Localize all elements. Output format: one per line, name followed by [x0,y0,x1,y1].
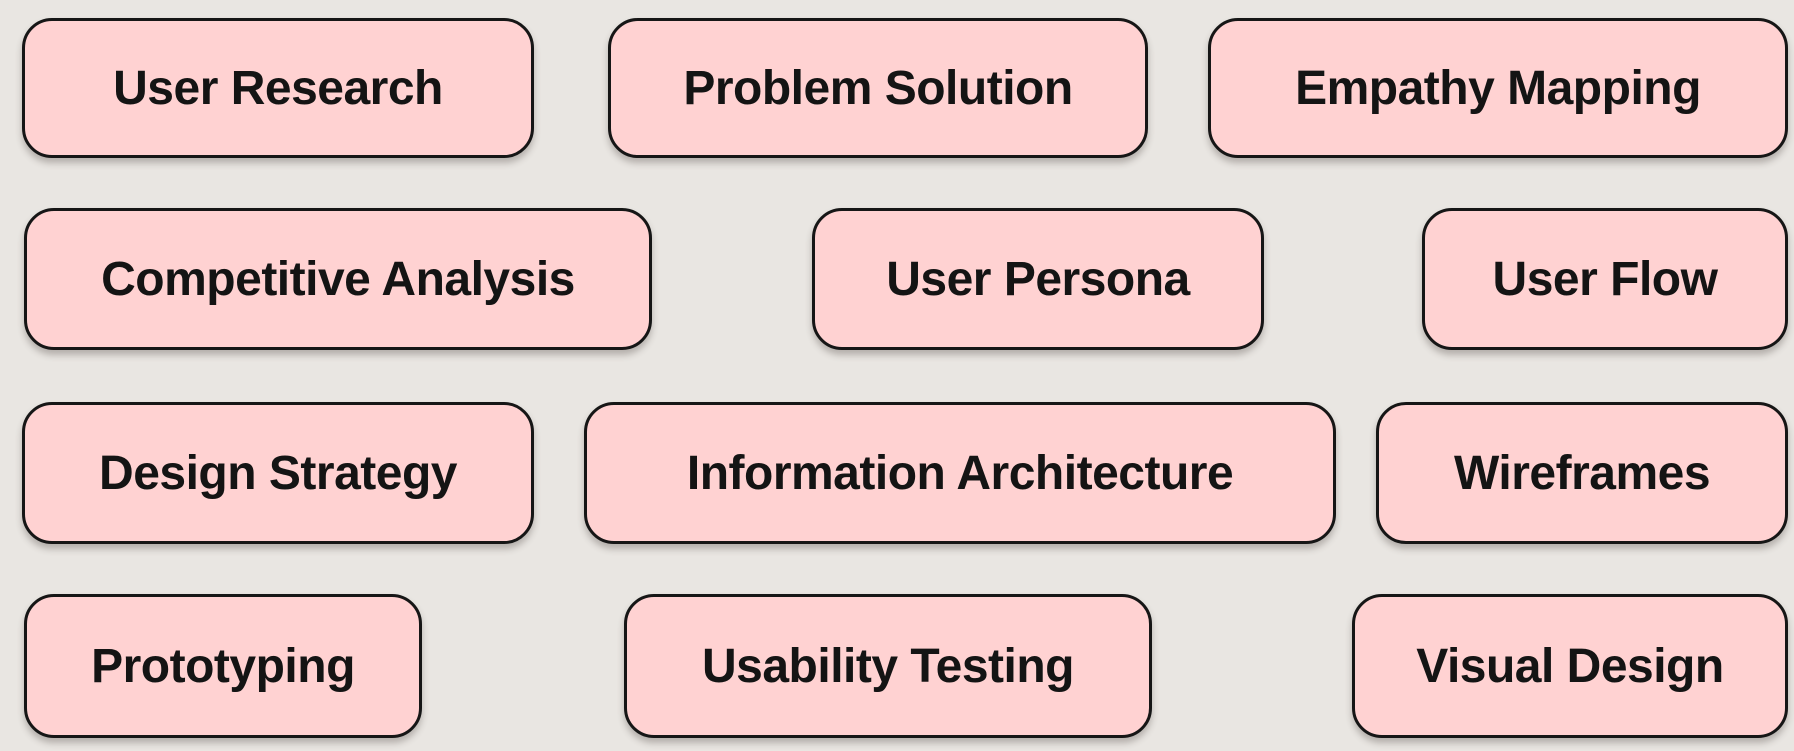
card-user-persona[interactable]: User Persona [812,208,1264,350]
card-label: Problem Solution [683,61,1073,115]
card-design-strategy[interactable]: Design Strategy [22,402,534,544]
card-problem-solution[interactable]: Problem Solution [608,18,1148,158]
card-visual-design[interactable]: Visual Design [1352,594,1788,738]
card-competitive-analysis[interactable]: Competitive Analysis [24,208,652,350]
card-label: Design Strategy [99,446,457,500]
card-information-architecture[interactable]: Information Architecture [584,402,1336,544]
card-label: Empathy Mapping [1295,61,1701,115]
card-empathy-mapping[interactable]: Empathy Mapping [1208,18,1788,158]
card-wireframes[interactable]: Wireframes [1376,402,1788,544]
card-label: Visual Design [1416,639,1724,693]
card-label: User Research [113,61,443,115]
card-label: User Flow [1492,252,1718,306]
card-label: Usability Testing [701,639,1075,693]
card-user-research[interactable]: User Research [22,18,534,158]
card-label: Prototyping [91,639,355,693]
card-label: User Persona [886,252,1190,306]
card-label: Information Architecture [686,446,1234,500]
card-usability-testing[interactable]: Usability Testing [624,594,1152,738]
card-prototyping[interactable]: Prototyping [24,594,422,738]
card-user-flow[interactable]: User Flow [1422,208,1788,350]
card-label: Wireframes [1453,446,1711,500]
card-label: Competitive Analysis [101,252,575,306]
